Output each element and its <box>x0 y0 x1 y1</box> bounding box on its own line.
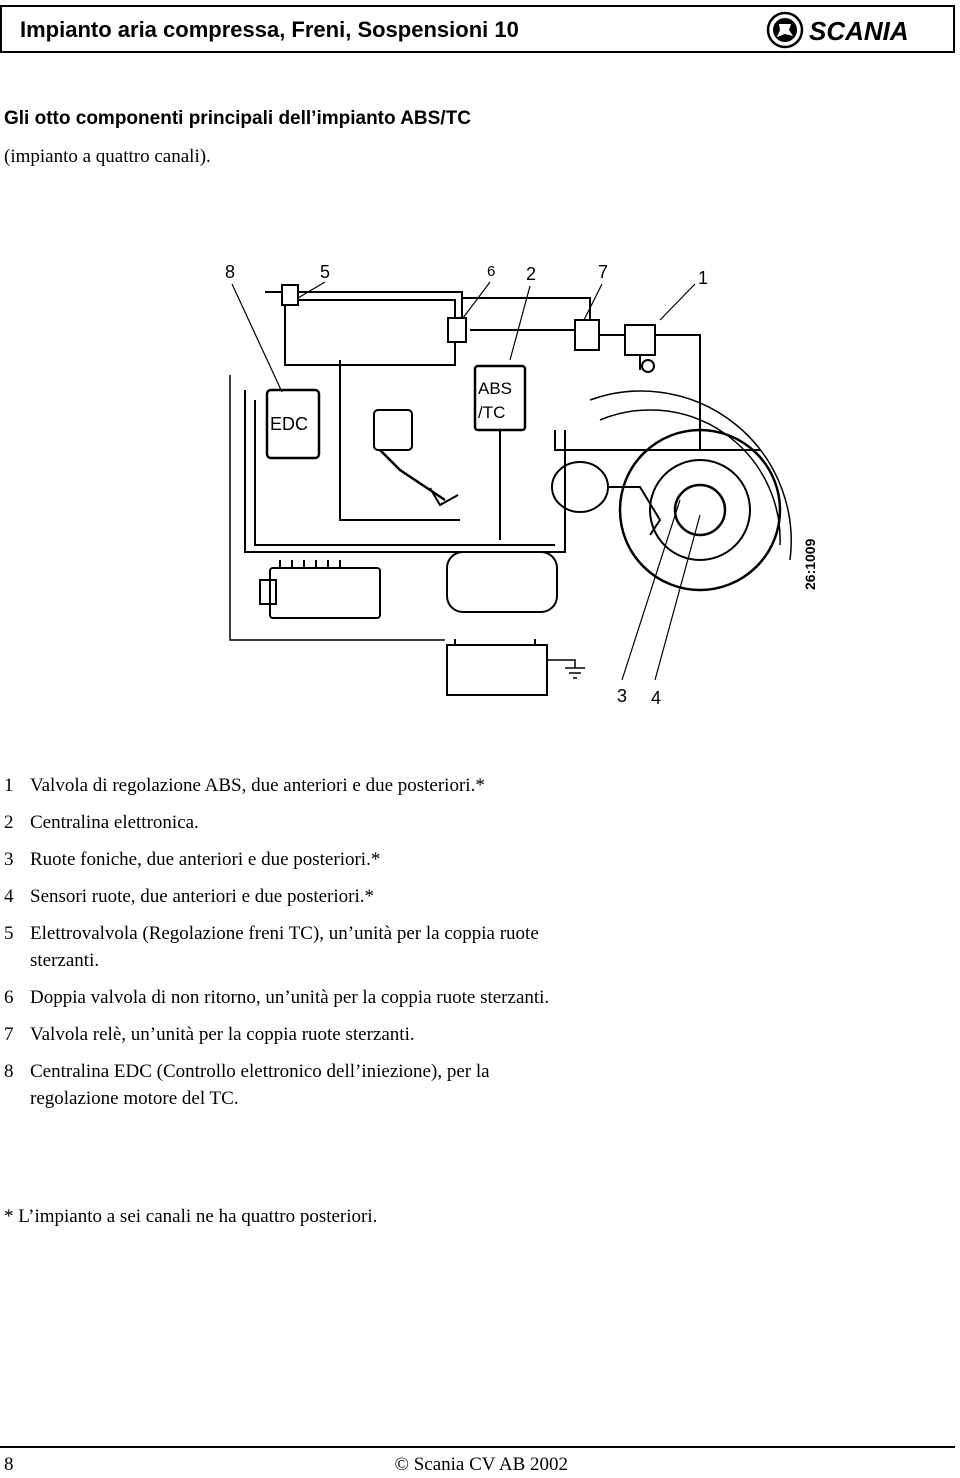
callout-2: 2 <box>526 264 536 284</box>
brand-wordmark: SCANIA <box>809 16 909 46</box>
legend-num: 3 <box>4 849 14 870</box>
legend-item: 3 Ruote foniche, due anteriori e due pos… <box>4 846 564 873</box>
battery <box>446 644 548 696</box>
legend-item: 1 Valvola di regolazione ABS, due anteri… <box>4 772 564 799</box>
abs-modulator-valve <box>624 324 656 370</box>
callout-7: 7 <box>598 262 608 282</box>
relay-valve <box>574 319 600 351</box>
air-tank <box>446 551 558 613</box>
section-subtitle: (impianto a quattro canali). <box>4 146 211 167</box>
legend-item: 4 Sensori ruote, due anteriori e due pos… <box>4 883 564 910</box>
page-header: Impianto aria compressa, Freni, Sospensi… <box>0 5 955 53</box>
footer-divider <box>0 1446 955 1448</box>
legend-text: Sensori ruote, due anteriori e due poste… <box>30 886 375 907</box>
callout-3: 3 <box>617 686 627 706</box>
wheel-drum <box>618 428 782 592</box>
legend-item: 2 Centralina elettronica. <box>4 809 564 836</box>
legend-num: 5 <box>4 923 14 944</box>
callout-6: 6 <box>487 263 495 280</box>
callout-4: 4 <box>651 688 661 708</box>
component-legend: 1 Valvola di regolazione ABS, due anteri… <box>4 772 564 1122</box>
legend-text: Doppia valvola di non ritorno, un’unità … <box>30 987 550 1008</box>
legend-num: 1 <box>4 775 14 796</box>
edc-unit <box>265 388 321 460</box>
callout-5: 5 <box>320 262 330 282</box>
legend-num: 4 <box>4 886 14 907</box>
scania-logo: SCANIA <box>766 11 909 49</box>
abs-label-line1: ABS <box>478 379 512 398</box>
brake-valve <box>373 409 413 451</box>
legend-text: Ruote foniche, due anteriori e due poste… <box>30 849 381 870</box>
legend-num: 7 <box>4 1024 14 1045</box>
section-title: Gli otto componenti principali dell’impi… <box>4 108 471 129</box>
abs-tc-system-diagram: 8 5 6 2 7 1 3 4 EDC ABS /TC <box>225 262 818 708</box>
legend-num: 6 <box>4 987 14 1008</box>
footnote: * L’impianto a sei canali ne ha quattro … <box>4 1206 378 1227</box>
legend-num: 8 <box>4 1061 14 1082</box>
injection-pump <box>269 567 381 619</box>
solenoid-valve <box>281 284 299 306</box>
legend-text: Centralina elettronica. <box>30 812 199 833</box>
page-title: Impianto aria compressa, Freni, Sospensi… <box>20 17 519 42</box>
legend-text: Valvola relè, un’unità per la coppia ruo… <box>30 1024 415 1045</box>
legend-text: Valvola di regolazione ABS, due anterior… <box>30 775 485 796</box>
legend-text: Centralina EDC (Controllo elettronico de… <box>30 1061 490 1109</box>
page-number: 8 <box>4 1454 14 1475</box>
legend-item: 8 Centralina EDC (Controllo elettronico … <box>4 1058 564 1112</box>
legend-num: 2 <box>4 812 14 833</box>
abs-label-line2: /TC <box>478 403 505 422</box>
legend-item: 7 Valvola relè, un’unità per la coppia r… <box>4 1021 564 1048</box>
callout-1: 1 <box>698 268 708 288</box>
legend-text: Elettrovalvola (Regolazione freni TC), u… <box>30 923 539 971</box>
callout-8: 8 <box>225 262 235 282</box>
edc-label: EDC <box>270 414 308 434</box>
legend-item: 6 Doppia valvola di non ritorno, un’unit… <box>4 984 564 1011</box>
check-valve <box>447 317 467 343</box>
legend-item: 5 Elettrovalvola (Regolazione freni TC),… <box>4 920 564 974</box>
tone-wheel <box>673 483 727 537</box>
brake-chamber <box>551 461 609 513</box>
copyright-notice: © Scania CV AB 2002 <box>394 1454 568 1475</box>
figure-code: 26:1009 <box>802 538 818 590</box>
